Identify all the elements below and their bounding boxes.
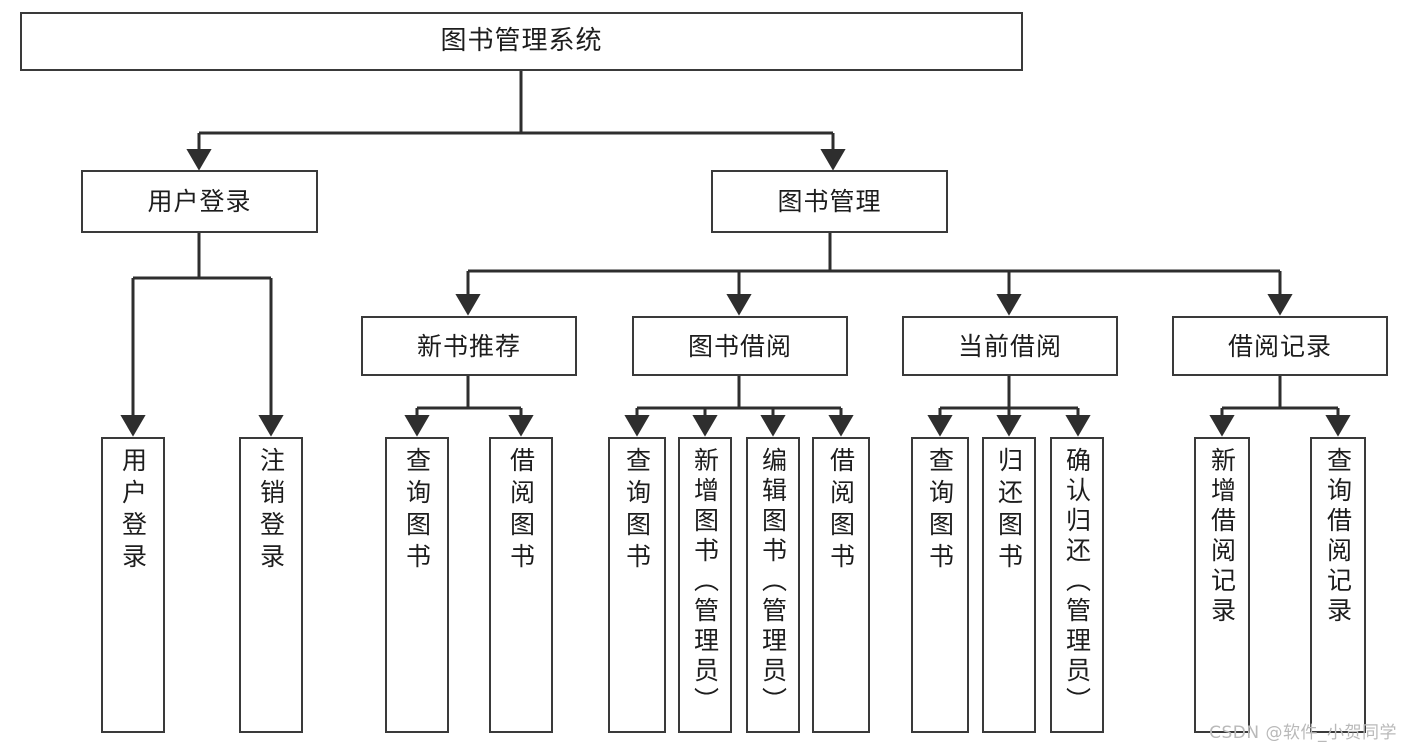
node-label: 借阅记录 <box>1227 331 1332 361</box>
node-leaf-query-book-borrow[interactable]: 查询图书 <box>608 437 666 733</box>
node-book-management[interactable]: 图书管理 <box>711 170 948 233</box>
node-current-borrow[interactable]: 当前借阅 <box>902 316 1118 376</box>
node-label: 图书借阅 <box>687 331 792 361</box>
node-user-login[interactable]: 用户登录 <box>81 170 318 233</box>
node-label: 用户登录 <box>118 447 148 575</box>
node-leaf-add-borrow-record[interactable]: 新增借阅记录 <box>1194 437 1250 733</box>
node-label: 注销登录 <box>256 447 286 575</box>
node-book-borrow[interactable]: 图书借阅 <box>632 316 848 376</box>
node-leaf-query-borrow-record[interactable]: 查询借阅记录 <box>1310 437 1366 733</box>
node-leaf-query-book-current[interactable]: 查询图书 <box>911 437 969 733</box>
node-label: 确认归还（管理员） <box>1062 447 1092 717</box>
node-leaf-user-login[interactable]: 用户登录 <box>101 437 165 733</box>
node-label: 查询图书 <box>622 447 652 575</box>
csdn-watermark: CSDN @软件_小贺同学 <box>1209 723 1397 743</box>
node-label: 查询借阅记录 <box>1323 447 1353 627</box>
node-leaf-return-book[interactable]: 归还图书 <box>982 437 1036 733</box>
node-label: 借阅图书 <box>826 447 856 575</box>
node-label: 新增图书（管理员） <box>690 447 720 717</box>
node-label: 查询图书 <box>402 447 432 575</box>
node-leaf-add-book-admin[interactable]: 新增图书（管理员） <box>678 437 732 733</box>
node-label: 查询图书 <box>925 447 955 575</box>
node-new-book-recommend[interactable]: 新书推荐 <box>361 316 577 376</box>
node-label: 用户登录 <box>147 187 252 216</box>
node-label: 新书推荐 <box>416 331 521 361</box>
node-borrow-record[interactable]: 借阅记录 <box>1172 316 1388 376</box>
node-leaf-query-book-recommend[interactable]: 查询图书 <box>385 437 449 733</box>
node-label: 新增借阅记录 <box>1207 447 1237 627</box>
node-root-book-management-system[interactable]: 图书管理系统 <box>20 12 1023 71</box>
node-leaf-edit-book-admin[interactable]: 编辑图书（管理员） <box>746 437 800 733</box>
node-label: 归还图书 <box>994 447 1024 575</box>
node-leaf-confirm-return-admin[interactable]: 确认归还（管理员） <box>1050 437 1104 733</box>
node-label: 编辑图书（管理员） <box>758 447 788 717</box>
node-label: 当前借阅 <box>957 331 1062 361</box>
node-leaf-borrow-book-borrow[interactable]: 借阅图书 <box>812 437 870 733</box>
node-label: 图书管理系统 <box>440 26 603 57</box>
node-leaf-borrow-book-recommend[interactable]: 借阅图书 <box>489 437 553 733</box>
node-label: 图书管理 <box>777 187 882 216</box>
node-label: 借阅图书 <box>506 447 536 575</box>
node-leaf-logout-login[interactable]: 注销登录 <box>239 437 303 733</box>
